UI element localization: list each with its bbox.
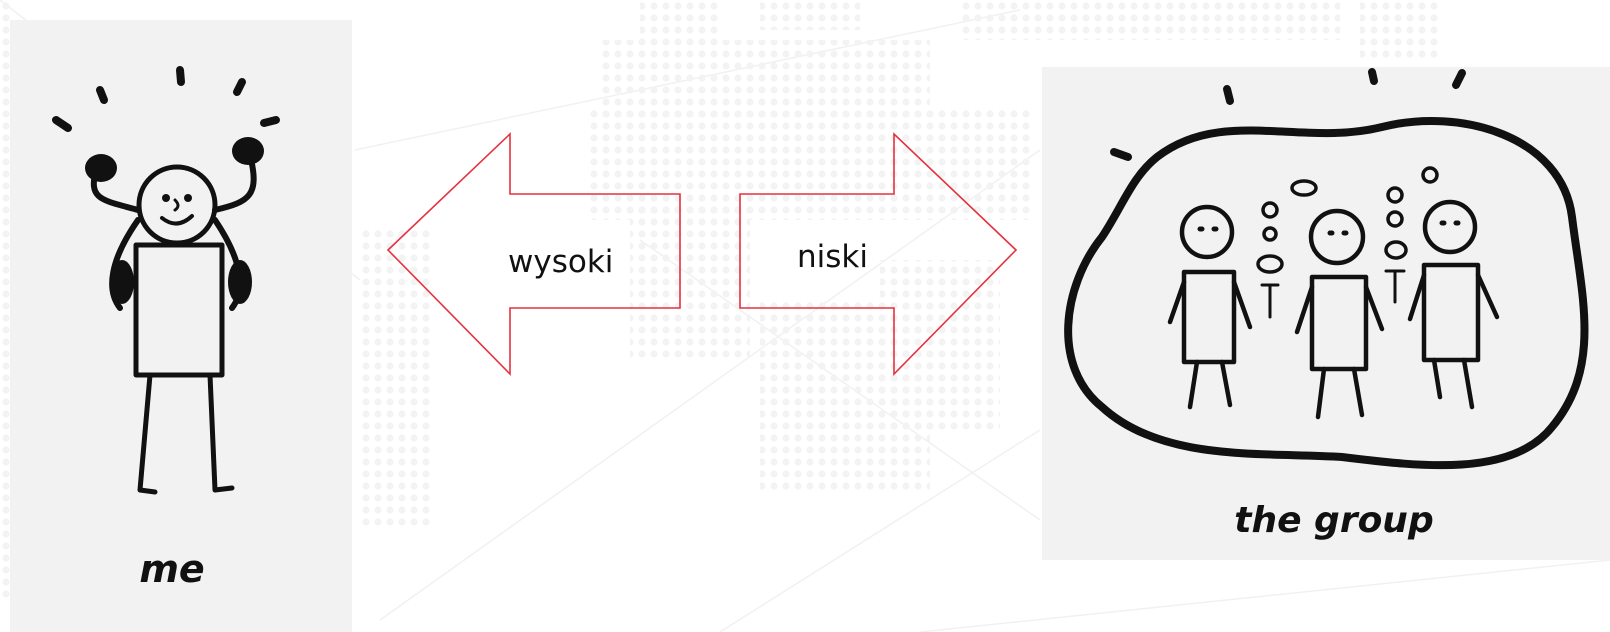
double-arrow-diagram: [386, 132, 1018, 376]
me-panel: me: [10, 20, 352, 632]
me-caption: me: [139, 547, 204, 591]
left-arrow-label: wysoki: [508, 244, 614, 280]
group-caption: the group: [1234, 500, 1433, 541]
left-arrow-shape: [386, 132, 681, 376]
me-stick-figure-drawing: me: [52, 66, 280, 591]
right-arrow-shape: [739, 132, 1018, 376]
group-blob-drawing: the group: [1064, 68, 1589, 541]
right-arrow-label: niski: [797, 239, 868, 275]
group-panel: the group: [1042, 67, 1610, 560]
